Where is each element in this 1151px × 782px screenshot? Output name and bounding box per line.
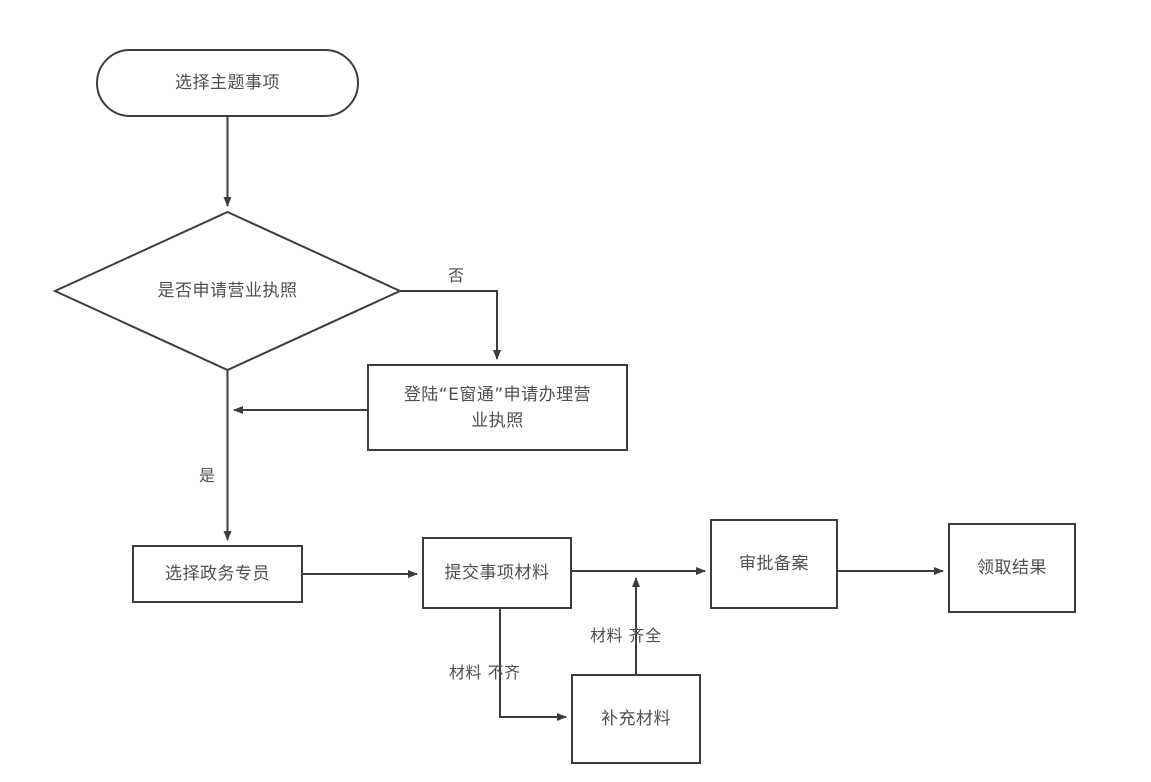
node-decision-license-shape[interactable] [52, 210, 403, 372]
edge-submit-to-supplement [499, 608, 567, 721]
node-supplement-materials-shape[interactable] [571, 674, 701, 764]
node-submit-materials-shape[interactable] [422, 537, 572, 609]
node-select-officer-shape[interactable] [132, 545, 303, 603]
node-approval-record-shape[interactable] [710, 519, 838, 609]
node-collect-result-shape[interactable] [948, 523, 1076, 613]
edge-decision-no-to-ewindow [400, 290, 501, 360]
node-start-shape[interactable] [96, 49, 359, 117]
node-ewindow-shape[interactable] [367, 364, 628, 451]
